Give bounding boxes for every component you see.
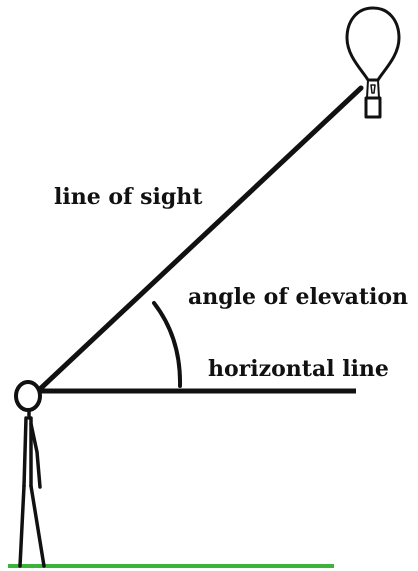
balloon-rope-left (366, 79, 369, 99)
person-head (14, 380, 42, 412)
balloon-basket (364, 96, 382, 119)
person-right-leg (29, 484, 46, 568)
line-of-sight (37, 85, 364, 392)
person-figure (14, 380, 46, 568)
hot-air-balloon (345, 6, 401, 119)
person-left-leg (18, 484, 26, 568)
person-arm (29, 422, 42, 489)
balloon-burner (370, 84, 376, 94)
balloon-rope-right (377, 79, 380, 99)
angle-of-elevation-label: angle of elevation (188, 284, 408, 310)
line-of-sight-label: line of sight (54, 184, 203, 210)
person-body (22, 416, 33, 488)
angle-arc (152, 301, 183, 388)
horizontal-line-label: horizontal line (208, 356, 389, 382)
balloon-envelope (345, 6, 401, 82)
